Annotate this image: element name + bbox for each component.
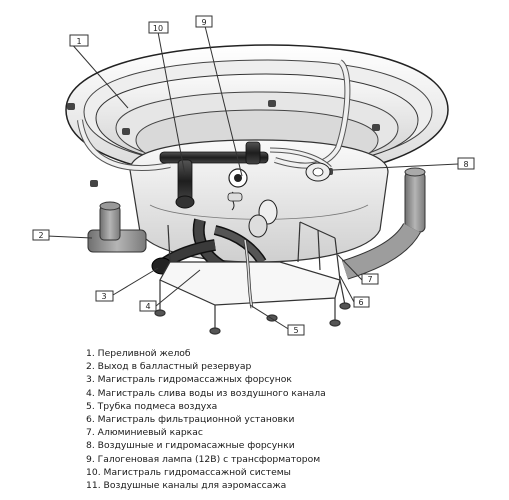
svg-text:10: 10	[153, 24, 163, 33]
legend-item: 1. Переливной желоб	[86, 348, 191, 359]
air-channels	[77, 59, 351, 171]
hydromassage-main-pipe	[159, 141, 269, 209]
air-hydro-jets	[248, 162, 331, 238]
legend-item: 2. Выход в балластный резервуар	[86, 361, 252, 373]
halogen-lamp	[227, 168, 248, 211]
pool-construction-diagram: 1 2 3 4 5 6 7 8 9 10	[32, 15, 475, 336]
svg-text:2: 2	[38, 231, 43, 240]
legend-item: 4. Магистраль слива воды из воздушного к…	[86, 387, 326, 399]
legend-item: 7. Алюминиевый каркас	[86, 427, 203, 439]
callout-10: 10	[148, 21, 169, 34]
legend-item: 11. Воздушные каналы для аэромассажа	[86, 480, 287, 492]
callout-3: 3	[95, 290, 114, 302]
air-mixing-tube	[243, 239, 254, 309]
ballast-outlet-pipe	[87, 201, 147, 253]
callout-2: 2	[32, 229, 50, 241]
svg-text:7: 7	[367, 275, 372, 284]
rim-jets	[67, 100, 380, 187]
callout-1: 1	[69, 34, 89, 47]
callout-7: 7	[361, 273, 379, 285]
svg-text:1: 1	[76, 37, 81, 46]
svg-text:4: 4	[145, 302, 150, 311]
callout-6: 6	[353, 296, 370, 308]
legend-item: 3. Магистраль гидромассажных форсунок	[86, 374, 292, 386]
svg-text:6: 6	[358, 298, 363, 307]
legend-item: 9. Галогеновая лампа (12В) с трансформат…	[86, 453, 321, 465]
callout-8: 8	[457, 157, 475, 170]
legend-item: 6. Магистраль фильтрационной установки	[86, 414, 295, 426]
filtration-main-pipe	[341, 167, 426, 280]
svg-text:8: 8	[463, 160, 468, 169]
legend-item: 8. Воздушные и гидромасажные форсунки	[86, 440, 295, 452]
svg-text:9: 9	[201, 18, 206, 27]
svg-text:3: 3	[101, 292, 106, 301]
legend-item: 5. Трубка подмеса воздуха	[86, 400, 218, 412]
callout-4: 4	[139, 300, 157, 312]
legend-item: 10. Магистраль гидромассажной системы	[86, 466, 291, 478]
svg-text:5: 5	[293, 326, 298, 335]
callout-5: 5	[287, 324, 305, 336]
callout-9: 9	[195, 15, 213, 28]
legend-list: 1. Переливной желоб 2. Выход в балластны…	[86, 347, 506, 492]
pool-bowl	[95, 73, 419, 263]
